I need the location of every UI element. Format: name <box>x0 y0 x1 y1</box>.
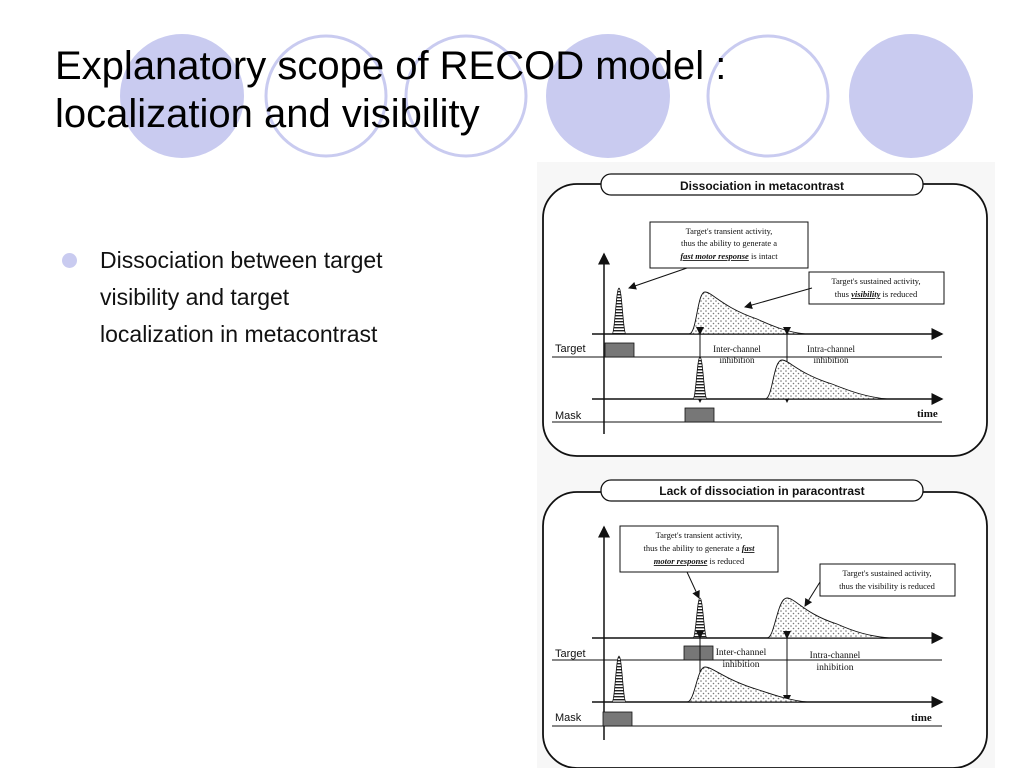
callout-transient-line-1: Target's transient activity, <box>686 226 773 236</box>
panel-heading-box <box>600 173 924 196</box>
callout-transient-line-2: thus the ability to generate a fast <box>644 543 756 553</box>
deco-circle-filled-1 <box>120 34 244 158</box>
panel-heading: Lack of dissociation in paracontrast <box>659 484 864 498</box>
bullet-text-line-1: Dissociation between target <box>100 247 383 273</box>
panel-paracontrast: Lack of dissociation in paracontrast Tar… <box>542 479 988 768</box>
row-label-mask: Mask <box>555 410 582 422</box>
label-intra-channel-2: inhibition <box>817 663 854 673</box>
deco-circle-filled-2 <box>546 34 670 158</box>
label-intra-channel-1: Intra-channel <box>807 344 855 354</box>
label-intra-channel-1: Intra-channel <box>810 651 861 661</box>
callout-transient-line-3: fast motor response is intact <box>680 251 778 261</box>
label-inter-channel-2: inhibition <box>719 355 755 365</box>
target-sustained-response <box>766 597 890 639</box>
row-label-target: Target <box>555 343 586 355</box>
deco-circle-filled-3 <box>849 34 973 158</box>
target-transient-peak <box>611 287 627 335</box>
panel-metacontrast: Dissociation in metacontrast Target's tr… <box>542 173 988 457</box>
callout-sustained-line-1: Target's sustained activity, <box>831 276 920 286</box>
target-stimulus-bar <box>604 342 635 358</box>
mask-stimulus-bar <box>684 407 715 423</box>
callout-transient-box <box>619 525 779 573</box>
callout-sustained-line-1: Target's sustained activity, <box>842 568 931 578</box>
callout-transient-line-1: Target's transient activity, <box>656 530 743 540</box>
callout-transient-pointer <box>628 267 688 290</box>
row-label-mask: Mask <box>555 712 582 724</box>
time-label: time <box>911 712 932 724</box>
bullet-text-line-2: visibility and target <box>100 284 290 310</box>
label-intra-channel-2: inhibition <box>813 355 849 365</box>
bullet-dot-icon <box>62 253 77 268</box>
title-line-1: Explanatory scope of RECOD model : <box>55 44 727 88</box>
deco-circle-outline-3 <box>706 34 830 158</box>
mask-sustained-response <box>686 666 808 703</box>
deco-circle-outline-2 <box>404 34 528 158</box>
target-stimulus-bar <box>683 645 714 661</box>
decorative-circles <box>120 34 973 158</box>
callout-transient-line-2: thus the ability to generate a <box>681 238 777 248</box>
bullet-list: Dissociation between target visibility a… <box>62 242 502 353</box>
mask-transient-peak <box>692 356 708 400</box>
mask-stimulus-bar <box>602 711 633 727</box>
callout-sustained-line-2: thus the visibility is reduced <box>839 581 936 591</box>
callout-sustained-pointer <box>744 287 813 309</box>
callout-sustained-box <box>819 563 956 597</box>
label-inter-channel-1: Inter-channel <box>713 344 761 354</box>
mask-transient-peak <box>611 655 627 703</box>
target-transient-peak <box>692 597 708 639</box>
callout-sustained-line-2: thus visibility is reduced <box>835 289 918 299</box>
mask-sustained-response <box>764 359 888 400</box>
slide-title: Explanatory scope of RECOD model : local… <box>55 42 855 138</box>
callout-sustained-pointer <box>804 581 821 607</box>
callout-transient-box <box>649 221 809 269</box>
deco-circle-outline-1 <box>264 34 388 158</box>
callout-sustained-box <box>808 271 945 305</box>
row-label-target: Target <box>555 648 586 660</box>
panel-heading-box <box>600 479 924 502</box>
bullet-text-line-3: localization in metacontrast <box>100 321 378 347</box>
label-inter-channel-2: inhibition <box>723 660 760 670</box>
title-line-2: localization and visibility <box>55 92 480 136</box>
recod-figure: Dissociation in metacontrast Target's tr… <box>537 162 995 768</box>
callout-transient-line-3: motor response is reduced <box>654 556 745 566</box>
panel-heading: Dissociation in metacontrast <box>680 179 844 193</box>
bullet-item: Dissociation between target visibility a… <box>62 242 502 353</box>
label-inter-channel-1: Inter-channel <box>716 648 767 658</box>
callout-transient-pointer <box>686 571 700 599</box>
time-label: time <box>917 408 938 420</box>
